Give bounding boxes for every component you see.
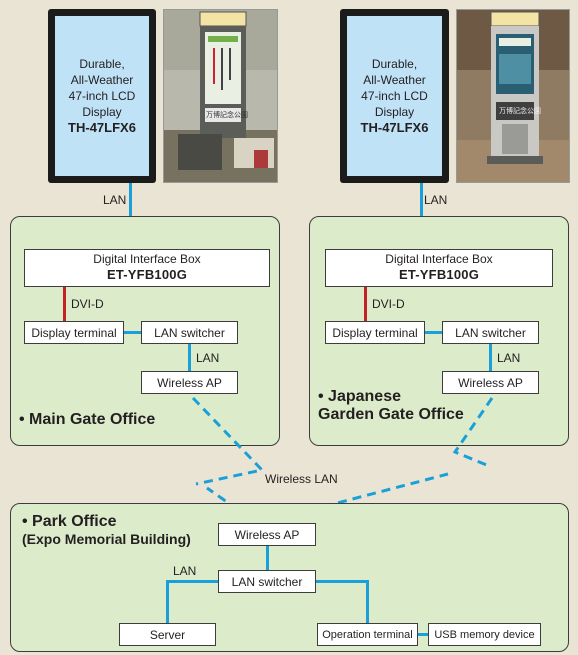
park-office-title: • Park Office [22,513,117,530]
lan-label-left: LAN [103,193,127,207]
wireless-ap-park: Wireless AP [218,523,316,546]
display-text: Display [374,105,415,119]
display-text: 47-inch LCD [361,89,428,103]
lan-label-switch-ap-left: LAN [196,351,220,365]
display-terminal-right: Display terminal [325,321,425,344]
display-model: TH-47LFX6 [360,120,429,135]
wireless-ap-right: Wireless AP [442,371,539,394]
photo-left-kiosk: 万博記念公園 [163,9,278,183]
lan-label-right: LAN [424,193,448,207]
wireless-ap-left: Wireless AP [141,371,238,394]
link-terminal-switch-right [425,331,442,334]
wireless-link-main-gate [191,396,265,486]
line-operation-usb [418,633,428,636]
kiosk-photo-image [457,10,569,182]
dvi-line-right [364,287,367,321]
display-monitor-right: Durable, All-Weather 47-inch LCD Display… [340,9,449,183]
line-switch-operation-h [316,580,369,583]
interface-box-left: Digital Interface Box ET-YFB100G [24,249,270,287]
lan-label-switch-ap-right: LAN [497,351,521,365]
lan-switcher-left: LAN switcher [141,321,238,344]
display-text: Durable, [371,57,418,71]
lan-label-park: LAN [173,564,197,578]
interface-box-title: Digital Interface Box [385,252,493,266]
lan-line-right-display [420,183,423,220]
lan-switcher-park: LAN switcher [218,570,316,593]
japanese-garden-line1: • Japanese [318,388,401,405]
dvi-line-left [63,287,66,321]
park-office-subtitle: (Expo Memorial Building) [22,531,191,547]
line-switch-server-v [166,580,169,623]
link-terminal-switch-left [124,331,141,334]
display-text: Display [82,105,122,119]
display-text: All-Weather [363,73,426,87]
lan-line-left-display [129,183,132,220]
line-switch-server-h [166,580,218,583]
park-office-label: • Park Office (Expo Memorial Building) [22,513,191,547]
display-screen-right: Durable, All-Weather 47-inch LCD Display… [347,16,442,176]
photo-right-kiosk: 万博記念公園 [456,9,570,183]
display-monitor-left: Durable, All-Weather 47-inch LCD Display… [48,9,156,183]
dvi-label-left: DVI-D [71,297,104,311]
lan-line-switch-ap-right [489,344,492,371]
dvi-label-right: DVI-D [372,297,405,311]
display-text: Durable, [79,57,125,71]
interface-box-right: Digital Interface Box ET-YFB100G [325,249,553,287]
interface-box-title: Digital Interface Box [93,252,201,266]
japanese-garden-office-label: • Japanese Garden Gate Office [318,388,464,424]
display-screen-left: Durable, All-Weather 47-inch LCD Display… [55,16,149,176]
main-gate-office-label: • Main Gate Office [19,411,156,428]
kiosk-photo-image [164,10,277,182]
lan-switcher-right: LAN switcher [442,321,539,344]
server-box: Server [119,623,216,646]
display-text: All-Weather [70,73,134,87]
usb-memory-box: USB memory device [428,623,541,646]
photo-sign-text: 万博記念公園 [499,108,541,115]
interface-box-model: ET-YFB100G [398,267,480,282]
wireless-link-japanese-gate [452,397,494,468]
interface-box-model: ET-YFB100G [106,267,188,282]
display-terminal-left: Display terminal [24,321,124,344]
lan-line-switch-ap-left [188,344,191,371]
japanese-garden-line2: Garden Gate Office [318,406,464,423]
wireless-lan-label: Wireless LAN [265,472,338,486]
display-model: TH-47LFX6 [68,120,136,135]
operation-terminal-box: Operation terminal [317,623,418,646]
display-text: 47-inch LCD [68,89,136,103]
line-switch-operation-v [366,580,369,623]
line-ap-switch-park [266,546,269,570]
photo-sign-text: 万博記念公園 [206,112,248,119]
